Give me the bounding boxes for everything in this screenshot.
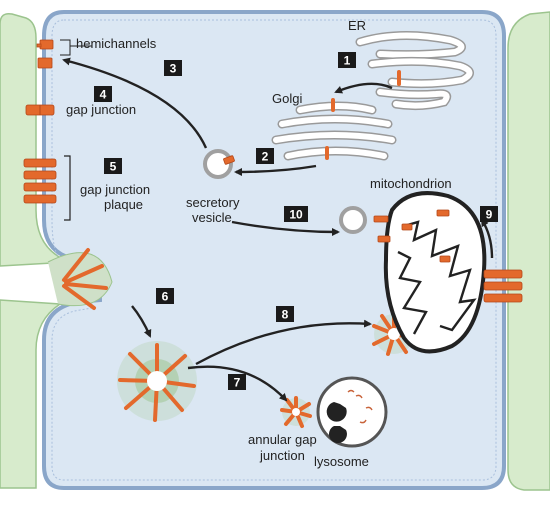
arrow-step-6	[131, 305, 152, 338]
step-badge-9: 9	[480, 206, 498, 222]
connexin-on-mitochondrion-1	[436, 209, 450, 217]
connexin-on-mitochondrion-3	[439, 255, 451, 263]
step-badge-2: 2	[256, 148, 274, 164]
hemichannel	[36, 39, 54, 69]
er-organelle	[355, 31, 474, 111]
arrow-step-8	[195, 319, 372, 366]
gap-junction-label: gap junction	[66, 102, 136, 117]
mitochondrion-label: mitochondrion	[370, 176, 452, 191]
arrow-step-1	[334, 82, 393, 94]
lysosome-label: lysosome	[314, 454, 369, 469]
step-badge-4: 4	[94, 86, 112, 102]
step-badge-10: 10	[284, 206, 308, 222]
arrow-step-2	[234, 164, 317, 176]
golgi-label: Golgi	[272, 91, 302, 106]
hemichannels-label: hemichannels	[76, 36, 157, 51]
arrow-step-9	[480, 218, 494, 259]
connexin-on-mitochondrion-4	[373, 215, 389, 223]
step-badge-8: 8	[276, 306, 294, 322]
plaque-label-line2: plaque	[104, 197, 143, 212]
svg-text:9: 9	[486, 208, 493, 222]
lysosome	[316, 376, 388, 448]
internalizing-plaque	[47, 248, 113, 310]
connexin-on-mitochondrion-5	[377, 235, 391, 243]
connexin-on-mitochondrion-2	[401, 223, 413, 231]
hemichannels-pointer	[60, 45, 92, 56]
svg-text:5: 5	[110, 160, 117, 174]
annular-gap-junction-label-line2: junction	[259, 448, 305, 463]
secretory-vesicle-label-line1: secretory	[186, 195, 240, 210]
mitochondrion	[383, 191, 487, 354]
gap-junction-plaque-channels	[23, 158, 57, 204]
step-badge-5: 5	[104, 158, 122, 174]
er-label: ER	[348, 18, 366, 33]
step-badge-6: 6	[156, 288, 174, 304]
arrow-step-3	[62, 57, 208, 149]
svg-text:8: 8	[282, 308, 289, 322]
left-neighbor-cell-top	[0, 12, 71, 267]
svg-text:3: 3	[170, 62, 177, 76]
svg-text:2: 2	[262, 150, 269, 164]
right-neighbor-cell	[507, 11, 550, 491]
arrow-step-7	[187, 365, 288, 402]
svg-text:6: 6	[162, 290, 169, 304]
secretory-vesicle	[203, 149, 235, 179]
svg-text:4: 4	[100, 88, 107, 102]
annular-gap-junction-label-line1: annular gap	[248, 432, 317, 447]
arrow-step-10	[231, 220, 340, 236]
golgi-organelle	[271, 101, 397, 161]
right-gap-junction-plaque	[483, 269, 523, 303]
plaque-bracket	[64, 155, 71, 221]
step-badge-7: 7	[228, 374, 246, 390]
secretory-vesicle-label-line2: vesicle	[192, 210, 232, 225]
step-badge-1: 1	[338, 52, 356, 68]
cell-membrane-inner	[51, 19, 497, 481]
annular-gap-junction-large	[117, 341, 197, 422]
svg-text:10: 10	[289, 208, 303, 222]
gap-junction-channel	[25, 104, 55, 116]
step-badge-3: 3	[164, 60, 182, 76]
annular-gap-junction-small	[280, 396, 312, 428]
svg-text:1: 1	[344, 54, 351, 68]
vesicle-at-mitochondrion	[339, 206, 367, 234]
svg-text:7: 7	[234, 376, 241, 390]
left-neighbor-cell-bottom	[0, 299, 63, 489]
plaque-label-line1: gap junction	[80, 182, 150, 197]
